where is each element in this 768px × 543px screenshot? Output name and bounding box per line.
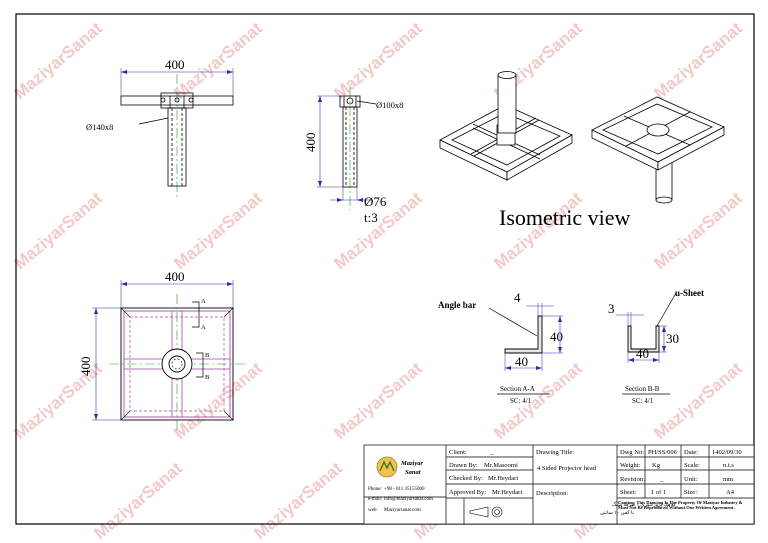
watermark-text: MaziyarSanat bbox=[490, 358, 586, 443]
watermark-text: MaziyarSanat bbox=[650, 18, 746, 103]
sheet-value: 1 of 1 bbox=[651, 489, 666, 496]
watermark-text: MaziyarSanat bbox=[330, 358, 426, 443]
email-label: e-mail: bbox=[368, 497, 382, 502]
section-a-drawing bbox=[488, 303, 563, 395]
isometric-view-1 bbox=[439, 71, 573, 181]
description-label: Description: bbox=[536, 490, 568, 497]
section-a-marker-top: A bbox=[201, 298, 206, 305]
approved-label: Approved By: bbox=[449, 489, 486, 496]
web-label: web: bbox=[368, 508, 378, 513]
dwg-no-value: PH/SS/006 bbox=[648, 449, 678, 456]
side-height-dim: 400 bbox=[303, 133, 318, 153]
top-height-dim: 400 bbox=[78, 357, 93, 377]
section-b-marker-bottom: B bbox=[205, 374, 210, 381]
scale-value: n.t.s bbox=[723, 462, 734, 469]
unit-value: mm bbox=[723, 476, 733, 483]
side-bottom-label: Ø76 bbox=[364, 194, 387, 209]
side-top-label: Ø100x8 bbox=[376, 100, 403, 110]
checked-value: Mr.Heydari bbox=[488, 475, 518, 482]
watermark-text: MaziyarSanat bbox=[490, 188, 586, 273]
unit-label: Unit: bbox=[684, 476, 698, 483]
drawing-title: 4 Sided Projector head bbox=[537, 465, 597, 472]
drawing-title-label: Drawing Title: bbox=[536, 449, 574, 456]
watermark-text: MaziyarSanat bbox=[170, 188, 266, 273]
client-label: Client: bbox=[449, 449, 467, 456]
section-b-scale: SC: 4/1 bbox=[632, 397, 654, 405]
section-a-title: Section A-A bbox=[500, 385, 535, 393]
phone-label: Phone: bbox=[368, 487, 382, 492]
top-view bbox=[92, 280, 245, 432]
watermark-text: MaziyarSanat bbox=[250, 458, 346, 543]
logo-line1: Maziyar bbox=[400, 460, 424, 467]
logo-line2: Sanat bbox=[405, 469, 421, 476]
front-pipe-label: Ø140x8 bbox=[86, 122, 113, 132]
side-thickness-label: t:3 bbox=[364, 210, 378, 225]
section-a-dim-height: 40 bbox=[550, 329, 563, 344]
phone-value: +98 - 011 35155000 bbox=[384, 487, 425, 492]
isometric-view-2 bbox=[591, 96, 725, 204]
section-b-drawing bbox=[616, 292, 677, 395]
approved-value: Mr.Heydari bbox=[492, 489, 522, 496]
description-line1: کلاهک پروژکتوری ۱ طرفه سنگ bbox=[612, 501, 677, 508]
date-label: Date: bbox=[684, 449, 698, 456]
section-b-dim-height: 30 bbox=[666, 331, 679, 346]
watermark-text: MaziyarSanat bbox=[10, 188, 106, 273]
client-value: _ bbox=[489, 449, 494, 456]
front-width-dim: 400 bbox=[165, 57, 185, 72]
watermark-text: MaziyarSanat bbox=[10, 18, 106, 103]
section-b-dim-width: 40 bbox=[636, 346, 649, 361]
description-line2: با کفی ۱۰ سانتی bbox=[600, 510, 634, 516]
drawn-label: Drawn By: bbox=[449, 462, 478, 469]
weight-value: Kg bbox=[652, 462, 661, 469]
drawn-value: Mr.Masoomi bbox=[484, 462, 518, 469]
section-a-scale: SC: 4/1 bbox=[510, 397, 532, 405]
section-b-marker-top: B bbox=[205, 352, 210, 359]
email-value: info@maziyarsanat.com bbox=[384, 497, 433, 502]
section-b-dim-thickness: 3 bbox=[608, 301, 615, 316]
section-a-marker-bottom: A bbox=[201, 324, 206, 331]
watermark-text: MaziyarSanat bbox=[170, 18, 266, 103]
watermark-text: MaziyarSanat bbox=[650, 358, 746, 443]
sheet-label: Sheet: bbox=[620, 489, 636, 496]
projection-symbol-icon bbox=[469, 506, 503, 518]
caution-box: Caution: This Drawing Is The Property Of… bbox=[618, 500, 743, 511]
weight-label: Weight: bbox=[620, 462, 641, 469]
dwg-no-label: Dwg No: bbox=[620, 449, 644, 456]
isometric-title: Isometric view bbox=[499, 205, 630, 230]
company-logo bbox=[376, 456, 398, 478]
side-view bbox=[317, 88, 377, 210]
checked-label: Checked By: bbox=[449, 475, 483, 482]
web-value: Maziyarsanat.com bbox=[384, 508, 421, 513]
size-label: Size: bbox=[684, 489, 697, 496]
title-block bbox=[363, 444, 755, 525]
watermark-text: MaziyarSanat bbox=[330, 18, 426, 103]
section-a-dim-thickness: 4 bbox=[514, 290, 521, 305]
scale-label: Scale: bbox=[684, 462, 700, 469]
revision-label: Revision: bbox=[620, 476, 645, 483]
section-a-callout: Angle bar bbox=[438, 300, 476, 310]
section-a-dim-width: 40 bbox=[515, 354, 528, 369]
top-width-dim: 400 bbox=[165, 269, 185, 284]
section-b-title: Section B-B bbox=[625, 385, 660, 393]
caution-text: Caution: This Drawing Is The Property Of… bbox=[618, 500, 743, 511]
revision-value: _ bbox=[659, 476, 664, 483]
date-value: 1402/09/30 bbox=[712, 449, 742, 456]
section-b-callout: u-Sheet bbox=[675, 288, 704, 298]
size-value: A4 bbox=[726, 489, 735, 496]
watermark-text: MaziyarSanat bbox=[90, 458, 186, 543]
front-view bbox=[120, 68, 234, 200]
